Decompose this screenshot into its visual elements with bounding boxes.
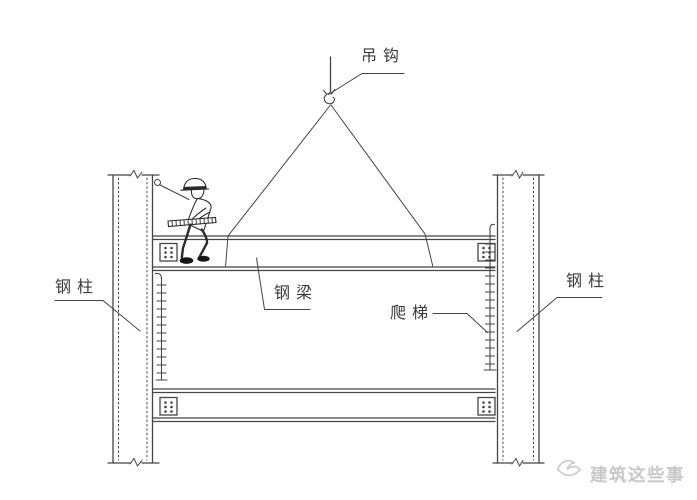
ladder-right — [483, 223, 497, 371]
left-column — [107, 169, 160, 467]
ladder-rungs — [156, 284, 167, 374]
end-plate — [159, 242, 178, 262]
worker-shoe — [197, 255, 210, 262]
lower-beam — [152, 388, 496, 423]
end-plate — [159, 396, 178, 416]
ladder-top-hook — [154, 272, 163, 280]
beam-label: 钢梁 — [274, 284, 318, 302]
watermark: 建筑这些事 — [556, 460, 685, 485]
sling-line-left — [225, 104, 331, 268]
crane-rigging — [225, 56, 434, 268]
upper-beam — [152, 235, 496, 272]
ladder-label: 爬梯 — [390, 304, 434, 322]
worker-leg — [180, 223, 192, 259]
leader-line — [256, 257, 311, 310]
bolt-dots — [164, 401, 173, 413]
bolt-dots — [482, 401, 491, 413]
ladder-left — [154, 272, 168, 381]
worker-head — [190, 189, 205, 200]
safety-line-group — [154, 179, 190, 200]
worker-figure — [167, 177, 217, 264]
callout-ladder: 爬梯 — [390, 304, 488, 333]
right-column — [492, 169, 545, 468]
callout-left-column: 钢柱 — [54, 278, 141, 332]
ladder-top-hook — [489, 223, 496, 230]
leader-line — [328, 73, 405, 95]
worker-shoe — [179, 257, 194, 264]
right-column-label: 钢柱 — [566, 272, 610, 290]
hook-label: 吊钩 — [361, 47, 405, 65]
break-mark — [129, 457, 143, 467]
leader-line — [54, 300, 141, 332]
sling-line-right — [330, 104, 434, 268]
end-plate — [477, 396, 496, 416]
bolt-dots — [164, 246, 173, 259]
callout-hook: 吊钩 — [328, 47, 405, 95]
break-mark — [511, 169, 524, 180]
ladder-rungs — [484, 235, 496, 365]
diagram-root: 吊钩 钢柱 钢梁 爬梯 钢柱 建筑这些事 — [54, 47, 685, 485]
bird-logo-icon — [556, 460, 582, 477]
worker-hardhat-brim — [180, 188, 210, 191]
callout-beam: 钢梁 — [256, 257, 318, 310]
break-mark — [511, 457, 524, 468]
watermark-text: 建筑这些事 — [590, 465, 685, 485]
pulley-icon — [154, 179, 161, 186]
safety-line — [159, 184, 190, 200]
callout-right-column: 钢柱 — [516, 272, 610, 332]
worker-hardhat-band — [183, 186, 207, 190]
leader-line — [432, 313, 488, 333]
leader-line — [516, 297, 603, 332]
callout-labels: 吊钩 钢柱 钢梁 爬梯 钢柱 — [54, 47, 610, 333]
worker-tool-hatching — [171, 217, 213, 227]
worker-leg — [198, 228, 209, 259]
left-column-label: 钢柱 — [55, 278, 99, 296]
break-mark — [129, 169, 143, 179]
